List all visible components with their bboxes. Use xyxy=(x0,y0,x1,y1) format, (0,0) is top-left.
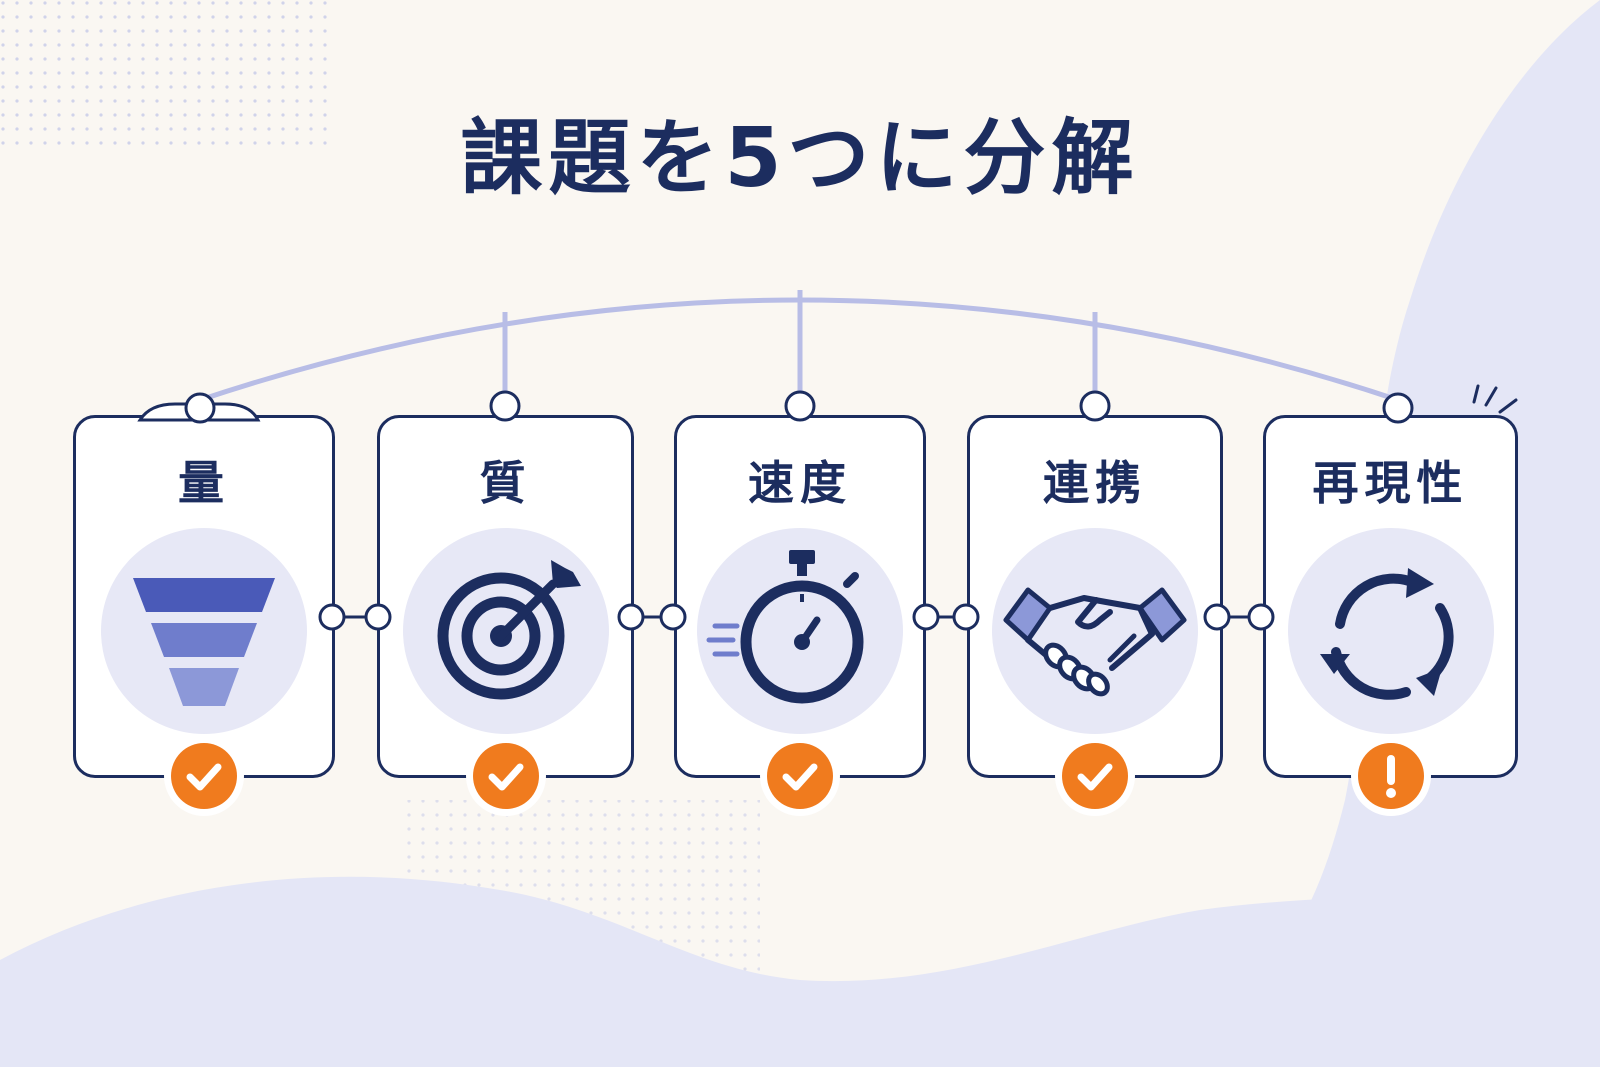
target-icon xyxy=(437,560,581,700)
step-card-volume: 量 xyxy=(73,415,335,809)
emphasis-marks-icon xyxy=(1472,384,1518,414)
status-badge-check xyxy=(472,743,539,809)
step-card-speed: 速度 xyxy=(674,415,926,809)
checkmark-icon xyxy=(186,763,222,791)
status-badge-check xyxy=(767,743,833,809)
stopwatch-icon xyxy=(706,550,864,704)
step-label-quality: 質 xyxy=(479,456,532,510)
cycle-arrows-icon xyxy=(1319,568,1454,700)
icon-backdrop xyxy=(992,528,1198,734)
funnel-icon xyxy=(133,578,275,706)
status-badge-check xyxy=(1062,743,1128,809)
status-badge-warning xyxy=(1357,743,1424,809)
step-label-reproducibility: 再現性 xyxy=(1312,456,1469,510)
icon-backdrop xyxy=(402,528,609,734)
icon-backdrop xyxy=(697,528,903,734)
icon-backdrop xyxy=(101,528,307,734)
exclamation-icon xyxy=(1385,755,1396,798)
step-label-volume: 量 xyxy=(178,456,230,510)
status-badge-check xyxy=(171,743,237,809)
step-card-reproducibility: 再現性 xyxy=(1263,415,1518,809)
checkmark-icon xyxy=(488,763,523,791)
icon-backdrop xyxy=(1287,528,1494,734)
step-card-collaboration: 連携 xyxy=(967,415,1223,809)
checkmark-icon xyxy=(1077,763,1113,791)
step-label-collaboration: 連携 xyxy=(1043,456,1147,510)
handshake-icon xyxy=(1003,587,1187,697)
page-title: 課題を5つに分解 xyxy=(460,111,1140,206)
checkmark-icon xyxy=(782,763,818,791)
step-label-speed: 速度 xyxy=(748,456,852,510)
step-card-quality: 質 xyxy=(377,415,634,809)
